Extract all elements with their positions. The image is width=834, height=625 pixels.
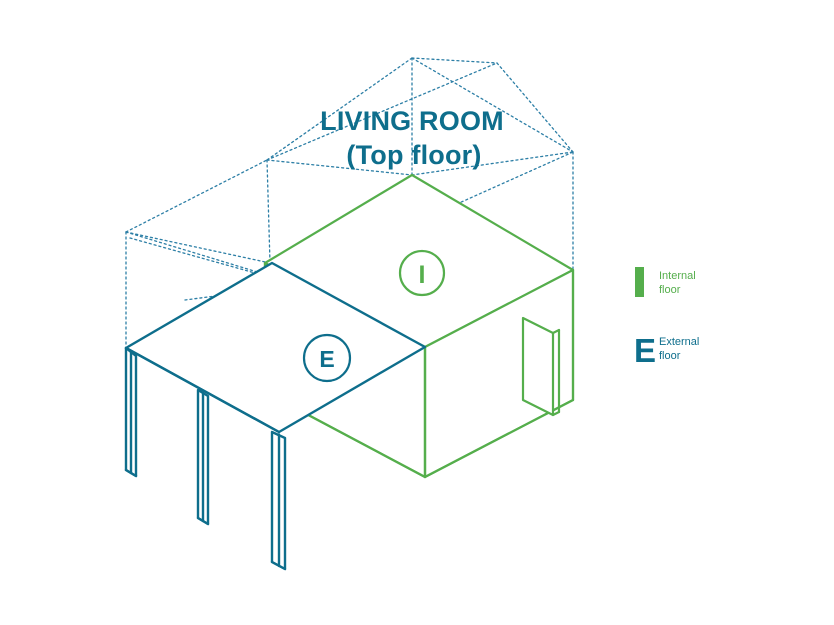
green-door-head <box>551 328 561 335</box>
terrace-column-middle <box>196 388 210 526</box>
ghost-roof-cross-a <box>266 62 498 161</box>
legend-item-external[interactable]: E External floor <box>634 332 699 369</box>
terrace-column-left <box>124 346 138 478</box>
diagram-title: LIVING ROOM (Top floor) <box>320 106 504 170</box>
badge-external-letter: E <box>319 346 334 372</box>
legend-external-label-line-1: External <box>659 336 699 348</box>
legend: Internal floor E External floor <box>634 267 699 369</box>
terrace-column-front <box>270 430 287 571</box>
badge-external-circle <box>302 333 352 383</box>
ghost-left-upper-ridge <box>125 159 268 233</box>
legend-internal-label-line-1: Internal <box>659 270 696 282</box>
ghost-roof-right-edge <box>496 62 574 153</box>
ghost-roof-front-edge-right <box>411 151 574 176</box>
badge-internal[interactable]: I <box>398 249 446 297</box>
badge-internal-circle <box>398 249 446 297</box>
badge-internal-letter: I <box>419 261 426 289</box>
ghost-roof-top-edge-right <box>411 57 498 64</box>
legend-internal-bar-icon <box>635 267 644 297</box>
ghost-left-lower-ridge <box>125 231 271 264</box>
ghost-roof-front-edge-left <box>266 159 413 176</box>
teal-external-terrace <box>124 261 427 571</box>
column-left-foot <box>124 468 138 478</box>
ghost-roof-cross-b <box>411 57 574 153</box>
terrace-slab-front-edge <box>124 346 281 434</box>
ghost-roof-top-edge-left <box>266 57 413 161</box>
green-door-opening <box>521 316 555 417</box>
title-line-2: (Top floor) <box>346 140 481 170</box>
badge-external[interactable]: E <box>302 333 352 383</box>
title-line-1: LIVING ROOM <box>320 106 504 136</box>
legend-external-letter-icon: E <box>634 332 656 369</box>
legend-item-internal[interactable]: Internal floor <box>635 267 696 297</box>
legend-internal-label-line-2: floor <box>659 284 681 296</box>
ghost-left-diagonal-c <box>266 159 271 264</box>
legend-external-label-line-2: floor <box>659 350 681 362</box>
green-door-sill <box>551 410 561 417</box>
column-middle-foot <box>196 516 210 526</box>
column-front-foot <box>270 560 287 571</box>
